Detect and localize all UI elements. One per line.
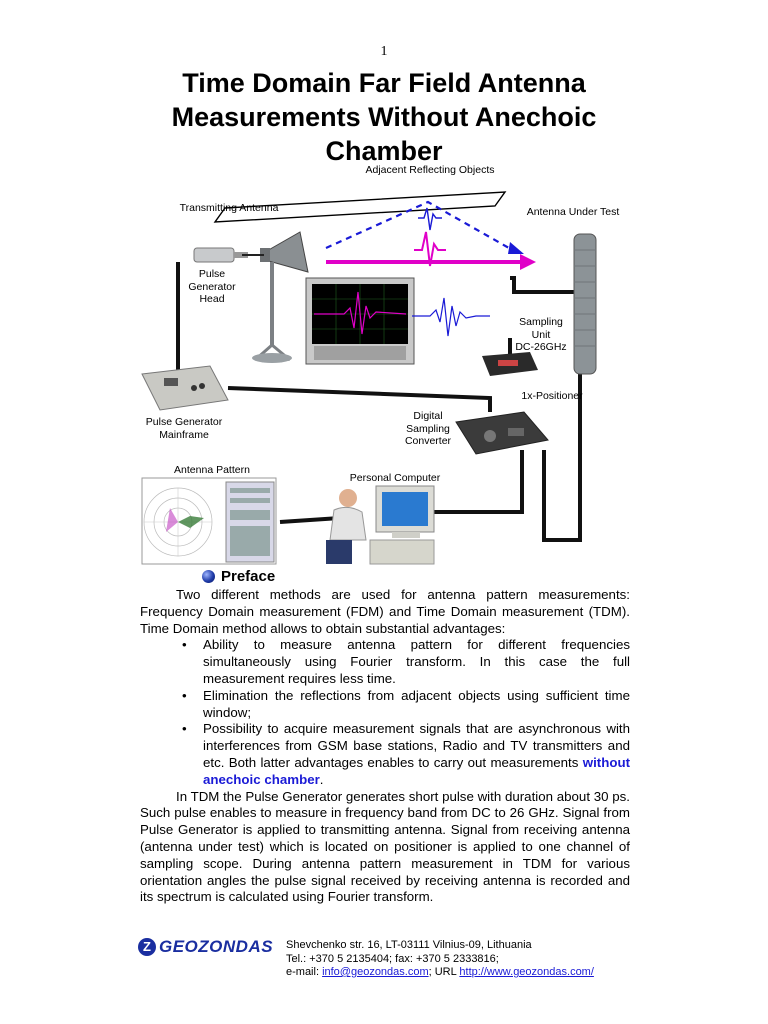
list-item: Ability to measure antenna pattern for d… xyxy=(140,637,630,687)
direct-pulse xyxy=(414,231,446,267)
received-waveform xyxy=(412,297,490,337)
transmitting-antenna-device xyxy=(252,231,309,363)
email-label: e-mail: xyxy=(286,966,323,978)
reflection-path xyxy=(325,200,517,253)
contact-block: Shevchenko str. 16, LT-03111 Vilnius-09,… xyxy=(286,939,594,980)
email-link[interactable]: info@geozondas.com xyxy=(322,966,429,978)
label-pulse-generator-mainframe: Pulse Generator Mainframe xyxy=(145,416,223,441)
tel-line: Tel.: +370 5 2135404; fax: +370 5 233381… xyxy=(286,952,499,965)
oscilloscope-screen xyxy=(305,277,415,365)
preface-body: Two different methods are used for anten… xyxy=(140,587,630,906)
label-adjacent-reflecting-objects: Adjacent Reflecting Objects xyxy=(365,164,495,176)
geozondas-logo: Z GEOZONDAS xyxy=(138,937,273,957)
highlight-tail: . xyxy=(319,771,324,787)
list-item-text: Elimination the reflections from adjacen… xyxy=(203,687,630,720)
footer: Z GEOZONDAS Shevchenko str. 16, LT-03111… xyxy=(138,935,638,987)
list-item: Elimination the reflections from adjacen… xyxy=(140,688,630,722)
website-link[interactable]: http://www.geozondas.com/ xyxy=(459,966,594,978)
reflecting-plate-shape xyxy=(213,191,507,223)
label-pulse-generator-head: Pulse Generator Head xyxy=(188,268,236,305)
label-digital-sampling-converter: Digital Sampling Converter xyxy=(404,410,452,447)
reflected-pulse xyxy=(418,207,442,231)
measurement-diagram: Adjacent Reflecting Objects Transmitting… xyxy=(130,160,650,572)
advantages-list: Ability to measure antenna pattern for d… xyxy=(140,637,630,788)
preface-heading-text: Preface xyxy=(221,568,276,585)
url-label: ; URL xyxy=(428,966,460,978)
reflection-arrowhead xyxy=(508,242,524,254)
sampling-unit-device xyxy=(482,352,538,376)
logo-mark-icon: Z xyxy=(138,938,156,956)
page-number: 1 xyxy=(380,44,388,59)
highlight-without-anechoic-chamber: without anechoic chamber xyxy=(203,754,630,787)
label-sampling-unit: Sampling Unit DC-26GHz xyxy=(515,316,567,353)
personal-computer-device xyxy=(326,485,435,565)
measurement-setup-illustration xyxy=(141,191,597,565)
pulse-generator-mainframe-device xyxy=(141,365,229,411)
list-item-text: Ability to measure antenna pattern for d… xyxy=(203,637,630,686)
page-title: Time Domain Far Field Antenna Measuremen… xyxy=(171,68,597,166)
cables xyxy=(176,262,582,542)
antenna-pattern-plot xyxy=(141,477,277,565)
pulse-generator-head-device xyxy=(193,247,264,263)
label-positioner: 1x-Positioner xyxy=(521,390,583,402)
list-item-text: Possibility to acquire measurement signa… xyxy=(203,721,630,770)
label-antenna-under-test: Antenna Under Test xyxy=(526,206,620,218)
digital-sampling-converter-device xyxy=(455,411,549,455)
address-line: Shevchenko str. 16, LT-03111 Vilnius-09,… xyxy=(286,939,532,951)
logo-text: GEOZONDAS xyxy=(159,937,274,956)
tdm-paragraph: In TDM the Pulse Generator generates sho… xyxy=(140,788,630,905)
label-transmitting-antenna: Transmitting Antenna xyxy=(179,202,279,214)
direct-signal-arrowhead xyxy=(520,254,536,270)
email-url-line: e-mail: info@geozondas.com; URL http://w… xyxy=(286,966,594,980)
antenna-under-test-device xyxy=(573,233,597,375)
preface-heading: Preface xyxy=(202,568,275,585)
preface-intro: Two different methods are used for anten… xyxy=(140,587,630,636)
bullet-sphere-icon xyxy=(202,570,215,583)
label-antenna-pattern: Antenna Pattern xyxy=(174,464,250,476)
label-personal-computer: Personal Computer xyxy=(349,472,441,484)
list-item: Possibility to acquire measurement signa… xyxy=(140,721,630,788)
